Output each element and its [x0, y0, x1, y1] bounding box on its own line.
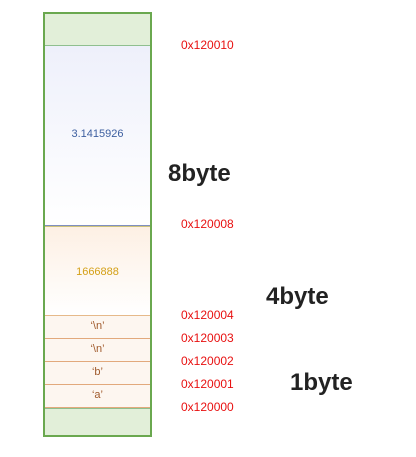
int-value: 1666888: [76, 266, 119, 278]
memory-cap-top: [45, 14, 150, 46]
address-label: 0x120010: [181, 38, 234, 52]
address-label: 0x120008: [181, 217, 234, 231]
double-value: 3.1415926: [71, 128, 124, 140]
byte-cell-3: ‘\n’: [45, 316, 150, 339]
size-label-char: 1byte: [290, 369, 353, 396]
address-label: 0x120001: [181, 377, 234, 391]
address-label: 0x120003: [181, 331, 234, 345]
double-cell: 3.1415926: [45, 46, 150, 226]
byte-value-3: ‘\n’: [90, 320, 105, 332]
byte-value-2: ‘\n’: [90, 343, 105, 355]
byte-cell-2: ‘\n’: [45, 339, 150, 362]
address-label: 0x120000: [181, 400, 234, 414]
size-label-double: 8byte: [168, 160, 231, 187]
memory-cap-bottom: [45, 408, 150, 435]
address-label: 0x120002: [181, 354, 234, 368]
memory-column: 3.1415926 1666888 ‘\n’ ‘\n’ ‘b’ ‘a’: [43, 12, 152, 437]
byte-cell-0: ‘a’: [45, 385, 150, 408]
byte-cell-1: ‘b’: [45, 362, 150, 385]
int-cell: 1666888: [45, 226, 150, 316]
size-label-int: 4byte: [266, 283, 329, 310]
address-label: 0x120004: [181, 308, 234, 322]
byte-value-0: ‘a’: [91, 389, 103, 401]
byte-value-1: ‘b’: [91, 366, 103, 378]
